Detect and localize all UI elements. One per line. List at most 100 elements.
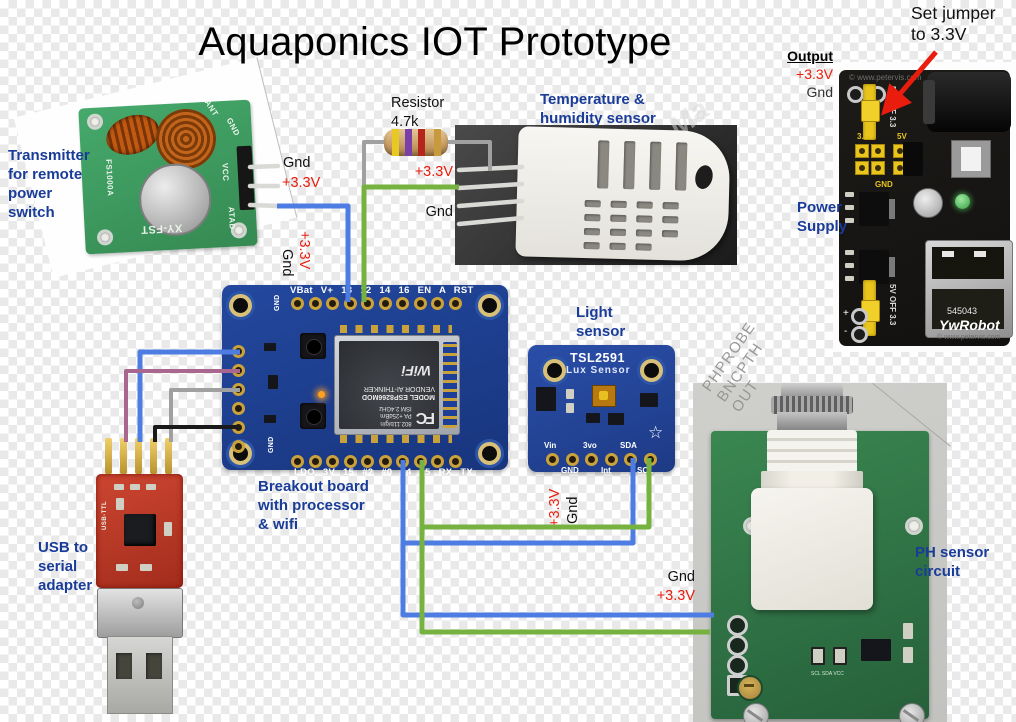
pin-label-int: Int	[601, 466, 611, 475]
silk-atad: ATAD	[226, 206, 237, 230]
smd-resistor	[811, 647, 825, 665]
sensor-vent-slot	[610, 214, 627, 223]
label-line: USB to	[38, 539, 88, 556]
pin-hole	[232, 383, 245, 396]
usb-contact	[974, 251, 986, 257]
smd-component	[566, 389, 574, 399]
light-gnd-label: Gnd	[565, 496, 581, 524]
pin-hole	[604, 453, 618, 466]
mounting-hole	[478, 442, 501, 465]
smd-component	[164, 522, 172, 536]
header-pin	[150, 438, 157, 474]
sensor-vent-slot	[662, 202, 679, 210]
pin-label-scl: SCL	[637, 466, 653, 475]
module-solder-pads	[340, 325, 452, 333]
label-line: adapter	[38, 577, 93, 594]
pin-hole	[232, 440, 245, 453]
sensor-vent-slot	[597, 140, 610, 189]
wire-resistor-to-data	[362, 140, 386, 188]
smd-component	[608, 413, 624, 425]
smd-pad	[845, 205, 854, 210]
jumper-silk: 5V OFF 3.3	[888, 284, 897, 326]
transmitter-label: Transmitter for remote power switch	[8, 146, 90, 222]
silk-model: FS1000A	[103, 158, 115, 197]
smd-component	[140, 564, 152, 571]
pin-row	[546, 453, 657, 466]
sensor-vent-slot	[649, 141, 662, 190]
jumper-silk: 5V OFF 3.3	[888, 86, 897, 128]
silk-text: SCL SDA VCC	[811, 671, 844, 677]
pin-hole	[643, 453, 657, 466]
lux-sensor-chip	[592, 385, 616, 407]
pin-hole	[546, 453, 559, 466]
label-line: with processor	[258, 497, 365, 514]
module-spec-line: PA +25dBm	[380, 412, 412, 419]
module-vendor: VENDOR AI-THINKER	[363, 385, 435, 393]
output-header	[855, 144, 869, 158]
status-led	[318, 391, 325, 398]
ph-sensor-label: PH sensor circuit	[915, 543, 989, 581]
label-line: PH sensor	[915, 544, 990, 561]
dht22-sensor-body	[515, 126, 731, 262]
silk-gnd-top: GND	[274, 294, 281, 311]
silk-5v: 5V	[897, 132, 907, 141]
mounting-hole	[640, 359, 663, 382]
label-line: circuit	[915, 563, 961, 580]
smd-component	[264, 415, 276, 423]
shell-dimple	[132, 597, 144, 609]
label-line: humidity sensor	[540, 110, 656, 127]
capacitor	[913, 188, 943, 218]
trimmer-pot	[737, 675, 763, 701]
pin-hole	[326, 455, 339, 468]
sensor-vent-slot	[635, 229, 653, 237]
module-spec-line: 802.11b/g/n	[380, 420, 412, 426]
resistor-band-violet	[405, 129, 412, 156]
gpio0-button	[300, 403, 326, 429]
smd-component	[268, 375, 278, 389]
mounting-hole	[478, 294, 501, 317]
star-logo: ☆	[648, 423, 664, 442]
solder-pad	[851, 308, 868, 325]
pin-hole	[232, 402, 245, 415]
label-text: +3.3V	[296, 231, 312, 270]
usb-contact	[942, 251, 954, 257]
pcb-antenna	[443, 342, 457, 428]
label-line: Resistor	[391, 95, 445, 111]
usb-serial-adapter: USB-TTL	[95, 430, 185, 715]
header-pin	[105, 438, 112, 474]
pin-hole	[361, 297, 374, 310]
power-button-cap	[960, 146, 982, 172]
label-line: serial	[38, 558, 78, 575]
label-line: switch	[8, 204, 55, 221]
sensor-vent-slot	[661, 230, 679, 238]
esp12-module: FC 802.11b/g/n PA +25dBm ISM 2.4GHz MODE…	[334, 335, 460, 435]
smd-component	[116, 498, 124, 510]
label-line: & wifi	[258, 516, 298, 533]
pin-hole	[413, 297, 427, 310]
pin-hole	[232, 345, 245, 358]
label-line: Set jumper	[911, 3, 996, 23]
ic-chip	[536, 387, 556, 411]
usb-plug-tongue	[107, 636, 173, 714]
output-header	[871, 161, 885, 175]
pin-hole	[308, 455, 322, 468]
ph-v33-label: +3.3V	[656, 588, 695, 604]
sensor-vent-slot	[636, 215, 653, 223]
header-pad	[727, 615, 748, 636]
breakout-label: Breakout board with processor & wifi	[258, 477, 369, 534]
power-supply-photo: © www.petervis.com DC-10 5V OFF 3.3 3.3V…	[833, 62, 1016, 352]
page-title: Aquaponics IOT Prototype	[198, 20, 672, 64]
resistor-band-gold	[434, 129, 441, 156]
regulator	[859, 250, 889, 284]
smd-component	[146, 484, 156, 490]
smd-pad	[845, 218, 854, 223]
set-jumper-label: Set jumper to 3.3V	[911, 3, 996, 45]
silk-gnd: GND	[224, 116, 242, 138]
resistor-band-red	[418, 129, 425, 156]
solder-pad	[851, 326, 868, 343]
psu-board: © www.petervis.com DC-10 5V OFF 3.3 3.3V…	[839, 70, 1013, 346]
ic-chip	[861, 639, 891, 661]
pin-hole	[565, 453, 579, 466]
regulator-tab	[889, 257, 895, 277]
